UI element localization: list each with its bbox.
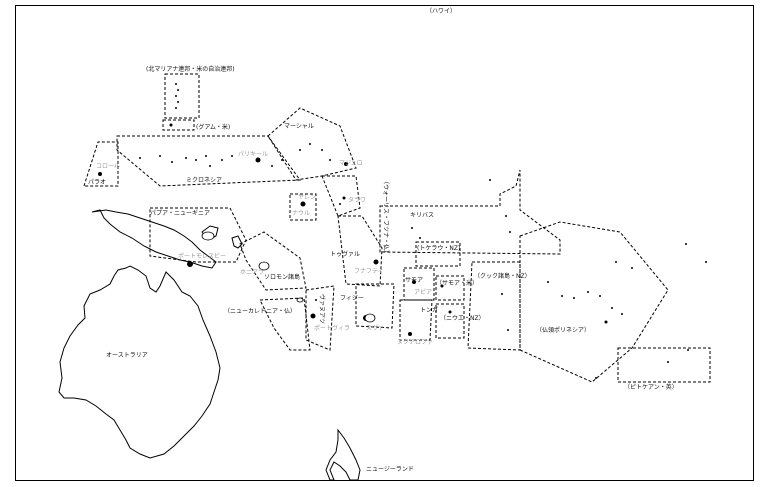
label-apia: アピア [414,289,432,296]
bougainville-coast [231,235,243,249]
australia-coast [58,265,221,459]
new-zealand-coast [325,428,361,481]
zone-solomon [239,231,307,291]
label-french-polynesia: （仏領ポリネシア） [536,326,590,334]
label-port-vila: ポートヴィラ [314,324,350,332]
label-niue: （ニウエ・NZ） [440,314,485,322]
label-new-zealand: ニュージーランド [366,466,414,473]
map-frame [15,5,754,481]
zone-palau [83,141,119,187]
zone-micronesia [116,135,301,187]
zone-fiji [355,283,395,329]
zone-northern-mariana [164,73,200,119]
label-koror: コロール [96,163,120,170]
zone-vanuatu [305,285,335,351]
label-solomon: ソロモン諸島 [264,273,300,281]
label-suva: スヴァ [366,324,384,332]
label-tuvalu: トゥヴァル [330,250,360,258]
label-papua-new-guinea: パプア・ニューギニア [150,210,210,217]
zone-new-caledonia [259,297,311,351]
zone-kiribati [379,169,561,255]
label-funafuti: フナフティ [354,268,384,275]
label-palau: パラオ [88,179,106,186]
label-vanuatu: ヴァヌアツ [318,294,326,324]
label-port-moresby: ポートモレスビー [178,252,226,260]
label-micronesia: ミクロネシア [186,177,222,184]
label-samoa: サモア [405,277,423,284]
zone-nauru [289,193,317,221]
new-guinea-coast [91,209,217,269]
label-cook: （クック諸島・NZ） [474,272,531,280]
zone-tonga [399,299,433,341]
place-labels: （ハワイ） (北マリアナ連邦・米の自治連邦) (グアム・米) マーシャル コロー… [88,8,678,473]
zone-cook [467,261,521,351]
label-fiji: フィジー [340,295,364,302]
label-northern-mariana: (北マリアナ連邦・米の自治連邦) [146,65,235,73]
label-nauru: ナウル [292,209,310,217]
zone-american-samoa [435,275,465,301]
label-guam: (グアム・米) [196,123,230,131]
zone-samoa [403,267,435,301]
islands [98,83,707,379]
label-nukualofa: ヌクアロファ [397,339,433,346]
zone-niue [435,303,465,339]
label-tarawa: タラワ [348,196,366,204]
label-hawaii: （ハワイ） [426,8,456,15]
label-new-caledonia: （ニューカレドニア・仏） [224,308,296,315]
zone-french-polynesia [519,221,669,383]
zone-pitcairn [617,347,711,383]
label-pitcairn: （ピトケアン・英） [624,383,678,391]
coastlines [58,209,361,481]
zone-guam [162,119,195,131]
label-wallis-futuna: （ウォーリス・フツナ・仏） [382,178,390,256]
label-american-samoa: （サモア・米） [436,279,478,287]
label-australia: オーストラリア [106,352,148,359]
zone-png [149,207,247,263]
zone-tarawa [321,175,361,217]
label-yaren: ヤレン [298,194,316,201]
label-majuro: マジュロ [339,160,363,167]
label-tonga: トンガ [420,306,438,314]
label-tokelau: (トケラウ・NZ) [417,244,460,252]
label-honiara: ホニアラ [240,269,264,276]
label-palikir: パリキール [238,151,268,158]
zone-tokelau [415,241,461,267]
zone-tuvalu [337,215,383,287]
zone-boundaries [83,73,711,383]
zone-marshall [267,107,357,181]
label-kiribati: キリバス [410,212,434,219]
label-marshall: マーシャル [284,123,314,130]
